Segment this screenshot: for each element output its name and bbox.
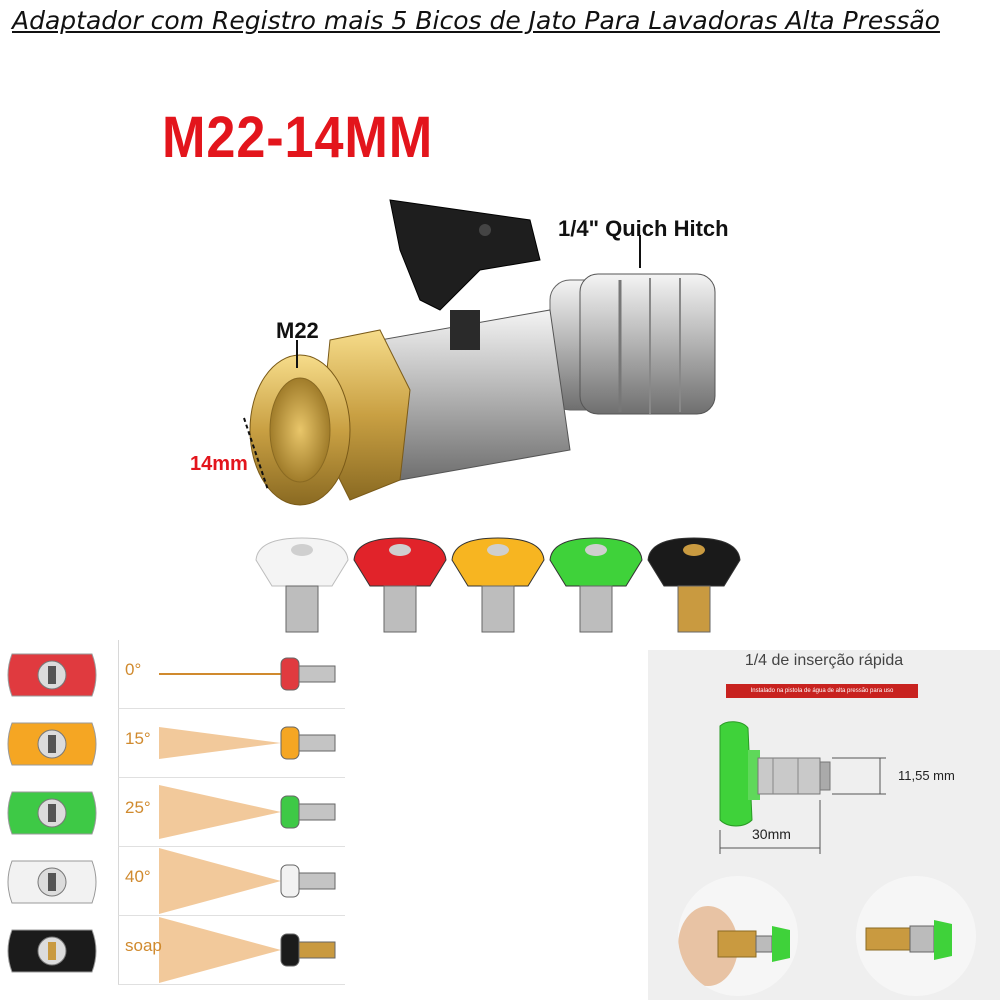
spray-angle-cell: 15° — [118, 709, 345, 778]
spray-fan — [159, 784, 281, 840]
nozzle-face-icon — [7, 929, 97, 973]
spray-angle-label: 15° — [125, 729, 151, 748]
spray-fan — [159, 726, 281, 760]
nozzle-tips-row — [255, 537, 741, 633]
nozzle-face-icon — [7, 653, 97, 697]
spray-row-forty: 40° — [0, 847, 345, 916]
nozzle-tip-yellow — [451, 537, 545, 633]
nozzle-tip-black — [647, 537, 741, 633]
spray-angle-label: 0° — [125, 660, 142, 679]
page-title: Adaptador com Registro mais 5 Bicos de J… — [12, 6, 940, 35]
spray-row-soap: soap — [0, 916, 345, 985]
spray-angle-cell: 25° — [118, 778, 345, 847]
nozzle-tip-white — [255, 537, 349, 633]
nozzle-tip-red — [353, 537, 447, 633]
bore-diameter-callout: 14mm — [190, 453, 248, 475]
spray-fan — [159, 848, 281, 914]
spray-angle-label: soap — [125, 936, 162, 955]
spec-banner: Instalado na pistola de água de alta pre… — [726, 684, 918, 698]
spray-angle-cell: 0° — [118, 640, 345, 709]
spray-angle-chart: 0° 15° 25° 40° soap — [0, 640, 345, 985]
spray-row-zero: 0° — [0, 640, 345, 709]
spec-title: 1/4 de inserção rápida — [744, 652, 904, 669]
size-headline: M22-14MM — [162, 105, 434, 170]
nozzle-tip-green — [549, 537, 643, 633]
nozzle-face-icon — [7, 860, 97, 904]
hand-insert-photo — [678, 876, 798, 996]
spray-angle-cell: soap — [118, 916, 345, 985]
ball-valve-adapter-image — [243, 199, 716, 506]
spray-angle-label: 40° — [125, 867, 151, 886]
nozzle-dimension-drawing — [719, 721, 886, 854]
quick-insert-spec-panel: 1/4 de inserção rápida Instalado na pist… — [648, 650, 1000, 1000]
spray-row-fifteen: 15° — [0, 709, 345, 778]
spray-angle-label: 25° — [125, 798, 151, 817]
quick-hitch-callout: 1/4" Quich Hitch — [558, 216, 729, 241]
spec-diameter-label: 11,55 mm — [898, 768, 955, 783]
spray-fan — [159, 917, 281, 983]
spray-row-twentyfive: 25° — [0, 778, 345, 847]
spray-angle-cell: 40° — [118, 847, 345, 916]
assembled-nozzle-photo — [856, 876, 976, 996]
nozzle-face-icon — [7, 722, 97, 766]
nozzle-face-icon — [7, 791, 97, 835]
spec-length-label: 30mm — [752, 826, 791, 842]
thread-size-callout: M22 — [276, 318, 319, 343]
